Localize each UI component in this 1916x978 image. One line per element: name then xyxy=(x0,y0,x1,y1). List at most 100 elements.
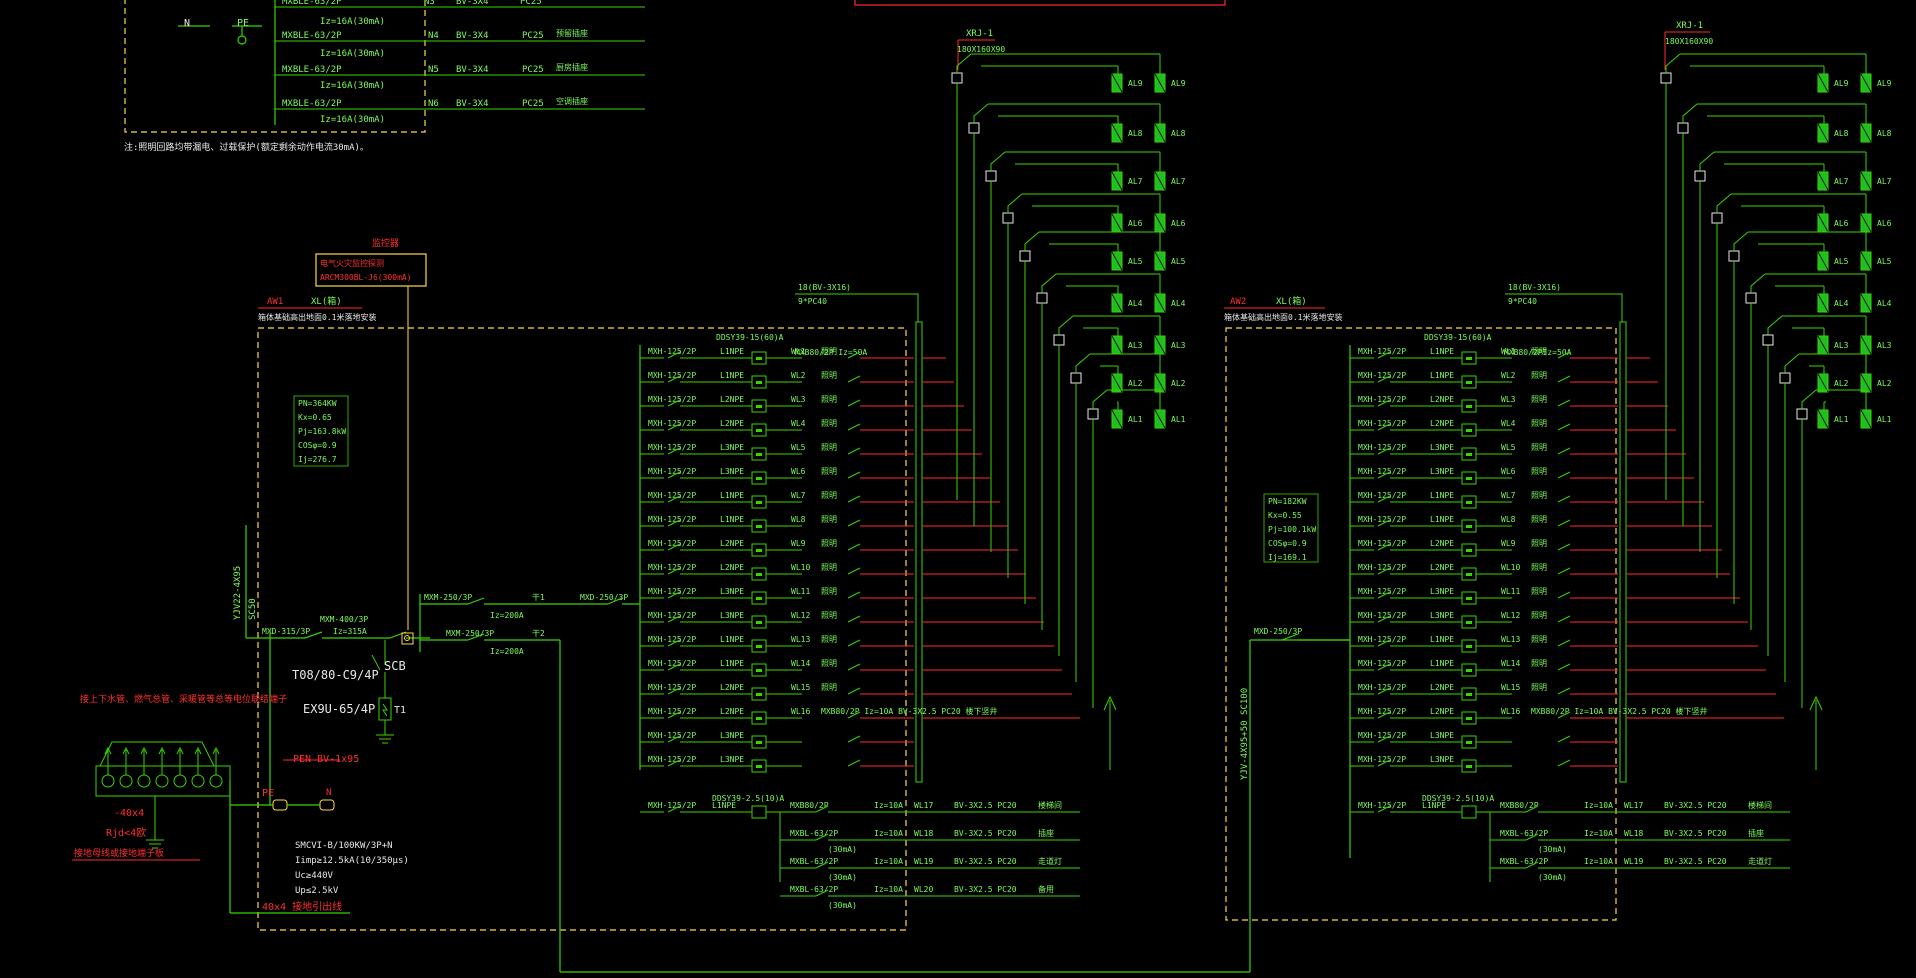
breaker-contact-icon xyxy=(1377,543,1391,551)
feeder-phase: L1NPE xyxy=(1430,347,1454,356)
feeder-use: 照明 xyxy=(821,539,837,548)
riser-wire xyxy=(956,53,972,73)
feeder-phase: L3NPE xyxy=(1430,611,1454,620)
fire-monitor-line2: ARCM300BL-J6(300mA) xyxy=(320,273,412,282)
small-circuit-rating: Iz=10A xyxy=(874,857,903,866)
feeder-breaker: MXH-125/2P xyxy=(648,659,696,668)
meter-label-alt: AL2 xyxy=(1877,379,1892,388)
small-circuit-use: 走道灯 xyxy=(1038,856,1062,866)
small-circuit-cable: BV-3X2.5 PC20 xyxy=(1664,801,1727,810)
breaker-contact-icon xyxy=(1377,351,1391,359)
small-circuit-rating: Iz=10A xyxy=(874,801,903,810)
left-riser-top: 18(BV-3X16) xyxy=(798,283,851,292)
small-circuit-use: 插座 xyxy=(1038,828,1054,838)
riser-wire xyxy=(1733,231,1749,251)
left-param-3: COSφ=0.9 xyxy=(298,441,337,450)
feeder-wl: WL6 xyxy=(1501,467,1516,476)
breaker-contact-icon xyxy=(1557,543,1571,551)
meter-box-hatch xyxy=(1154,171,1166,191)
feeder-phase: L3NPE xyxy=(720,443,744,452)
meter-box-hatch xyxy=(1817,213,1829,233)
feeder-wl: WL9 xyxy=(1501,539,1516,548)
kwh-meter-window xyxy=(756,429,762,432)
feeder-breaker: MXH-125/2P xyxy=(648,347,696,356)
top-label-pe: PE xyxy=(237,18,249,29)
breaker-contact-icon xyxy=(1557,567,1571,575)
meter-label: AL5 xyxy=(1834,257,1849,266)
breaker-contact-icon xyxy=(847,639,861,647)
left-param-0: PN=364KW xyxy=(298,399,337,408)
feeder-breaker: MXH-125/2P xyxy=(1358,347,1406,356)
meter-box-hatch xyxy=(1817,373,1829,393)
meter-label: AL1 xyxy=(1128,415,1143,424)
small-circuit-breaker: MXBL-63/2P xyxy=(1500,857,1548,866)
left-smc-1: Iimp≥12.5kA(10/350μs) xyxy=(295,856,409,866)
feeder-wl: WL1 xyxy=(791,347,806,356)
meter-label: AL1 xyxy=(1834,415,1849,424)
left-spd-label: SCB xyxy=(384,659,406,673)
meter-box-hatch xyxy=(1860,251,1872,271)
feeder-wl: WL4 xyxy=(1501,419,1516,428)
top-row-1-use: 预留插座 xyxy=(556,28,588,38)
left-riser-duct xyxy=(915,321,923,783)
feeder-breaker: MXH-125/2P xyxy=(648,443,696,452)
terminal-arrow-icon xyxy=(212,746,220,755)
meter-label: AL6 xyxy=(1834,219,1849,228)
breaker-contact-icon xyxy=(847,591,861,599)
feeder-use: 照明 xyxy=(1531,443,1547,452)
breaker-contact-icon xyxy=(667,375,681,383)
breaker-contact-icon xyxy=(847,711,861,719)
left-pen-label: PEN BV-1x95 xyxy=(293,754,359,765)
feeder-breaker: MXH-125/2P xyxy=(1358,515,1406,524)
breaker-contact-icon xyxy=(847,615,861,623)
top-row-2-conduit: PC25 xyxy=(522,65,544,75)
breaker-contact-icon xyxy=(1377,735,1391,743)
kwh-meter-window xyxy=(756,741,762,744)
feeder-breaker: MXH-125/2P xyxy=(648,371,696,380)
meter-label-alt: AL1 xyxy=(1171,415,1186,424)
left-riser-size: 180X160X90 xyxy=(957,45,1005,54)
left-small-bus: DDSY39-2.5(10)A xyxy=(712,794,784,803)
breaker-contact-icon xyxy=(847,447,861,455)
right-params-box xyxy=(1263,493,1319,563)
breaker-contact-icon xyxy=(847,759,861,767)
breaker-contact-icon xyxy=(1557,591,1571,599)
riser-wire xyxy=(1075,353,1091,373)
small-circuit-wl: WL18 xyxy=(1624,829,1643,838)
small-circuit-use: 备用 xyxy=(1038,884,1054,894)
feeder-phase: L1NPE xyxy=(1430,659,1454,668)
kwh-meter-window xyxy=(1466,477,1472,480)
kwh-meter-window xyxy=(756,477,762,480)
kwh-meter-window xyxy=(756,405,762,408)
meter-label-alt: AL5 xyxy=(1171,257,1186,266)
feeder-use: 照明 xyxy=(821,395,837,404)
kwh-meter-window xyxy=(756,621,762,624)
meter-label-alt: AL5 xyxy=(1877,257,1892,266)
feeder-breaker: MXH-125/2P xyxy=(1358,683,1406,692)
meter-label: AL8 xyxy=(1128,129,1143,138)
kwh-meter-window xyxy=(1466,453,1472,456)
meter-box-hatch xyxy=(1111,251,1123,271)
feeder-wl: WL15 xyxy=(791,683,810,692)
meter-label: AL3 xyxy=(1128,341,1143,350)
breaker-contact-icon xyxy=(1377,663,1391,671)
riser-wire xyxy=(973,103,989,123)
kwh-meter-window xyxy=(1466,429,1472,432)
meter-box-hatch xyxy=(1111,409,1123,429)
left-param-4: Ij=276.7 xyxy=(298,455,337,464)
feeder-use: 照明 xyxy=(821,587,837,596)
feeder-breaker: MXH-125/2P xyxy=(1358,731,1406,740)
right-param-2: Pj=100.1kW xyxy=(1268,525,1316,534)
meter-label: AL5 xyxy=(1128,257,1143,266)
right-param-1: Kx=0.55 xyxy=(1268,511,1302,520)
breaker-contact-icon xyxy=(847,375,861,383)
kwh-meter-window xyxy=(1466,549,1472,552)
breaker-contact-icon xyxy=(815,861,829,869)
left-ground-value: -40x4 xyxy=(114,808,144,819)
feeder-use: 照明 xyxy=(821,659,837,668)
kwh-meter-window xyxy=(756,669,762,672)
feeder-phase: L2NPE xyxy=(1430,419,1454,428)
top-row-3-rcd-b: Iz=16A(30mA) xyxy=(320,115,385,125)
feeder-use: 照明 xyxy=(821,419,837,428)
